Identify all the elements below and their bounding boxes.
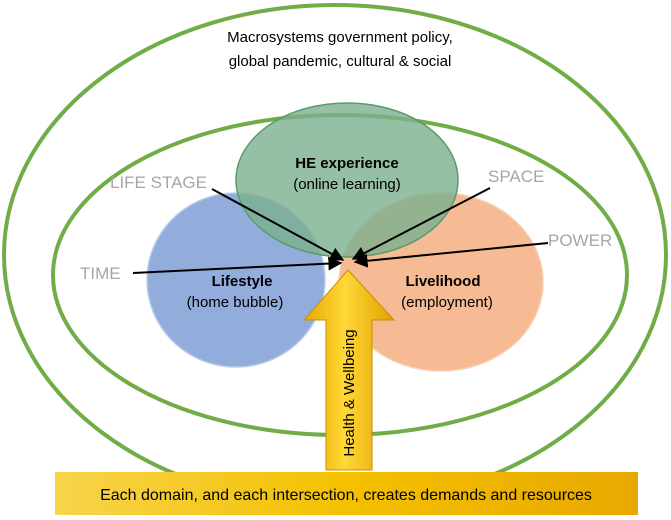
he-experience-title: HE experience bbox=[295, 155, 398, 172]
health-wellbeing-arrow bbox=[302, 269, 396, 471]
power-label: POWER bbox=[548, 231, 612, 250]
bottom-bar-text: Each domain, and each intersection, crea… bbox=[100, 487, 592, 504]
health-wellbeing-label: Health & Wellbeing bbox=[341, 329, 358, 456]
he-experience-subtitle: (online learning) bbox=[293, 176, 401, 193]
macro-text-line2: global pandemic, cultural & social bbox=[229, 53, 452, 70]
macro-text-line1: Macrosystems government policy, bbox=[227, 29, 453, 46]
time-arrow bbox=[132, 256, 343, 274]
space-label: SPACE bbox=[488, 167, 544, 186]
he-experience-circle bbox=[235, 102, 459, 258]
life-stage-label: LIFE STAGE bbox=[110, 173, 207, 192]
space-arrow bbox=[351, 187, 491, 260]
livelihood-subtitle: (employment) bbox=[401, 294, 493, 311]
lifestyle-title: Lifestyle bbox=[212, 273, 273, 290]
bottom-bar bbox=[55, 472, 638, 515]
livelihood-title: Livelihood bbox=[406, 273, 481, 290]
life-stage-arrow bbox=[211, 188, 345, 261]
time-label: TIME bbox=[80, 264, 121, 283]
power-arrow bbox=[353, 242, 549, 268]
lifestyle-subtitle: (home bubble) bbox=[187, 294, 284, 311]
